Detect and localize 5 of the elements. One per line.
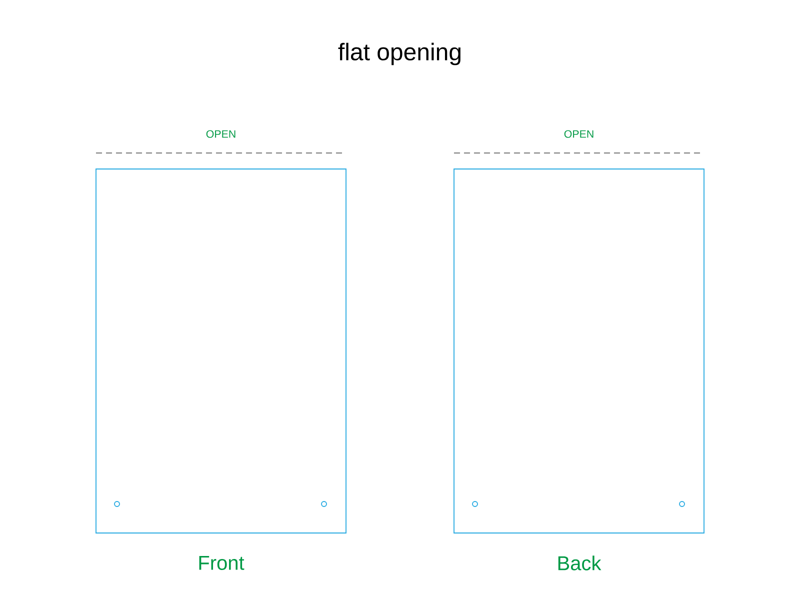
panel-label: Back xyxy=(558,556,602,570)
opening-label: OPEN xyxy=(564,130,594,138)
opening-label: OPEN xyxy=(206,130,236,138)
title: flat opening xyxy=(338,42,460,66)
panel-label: Front xyxy=(199,556,244,570)
